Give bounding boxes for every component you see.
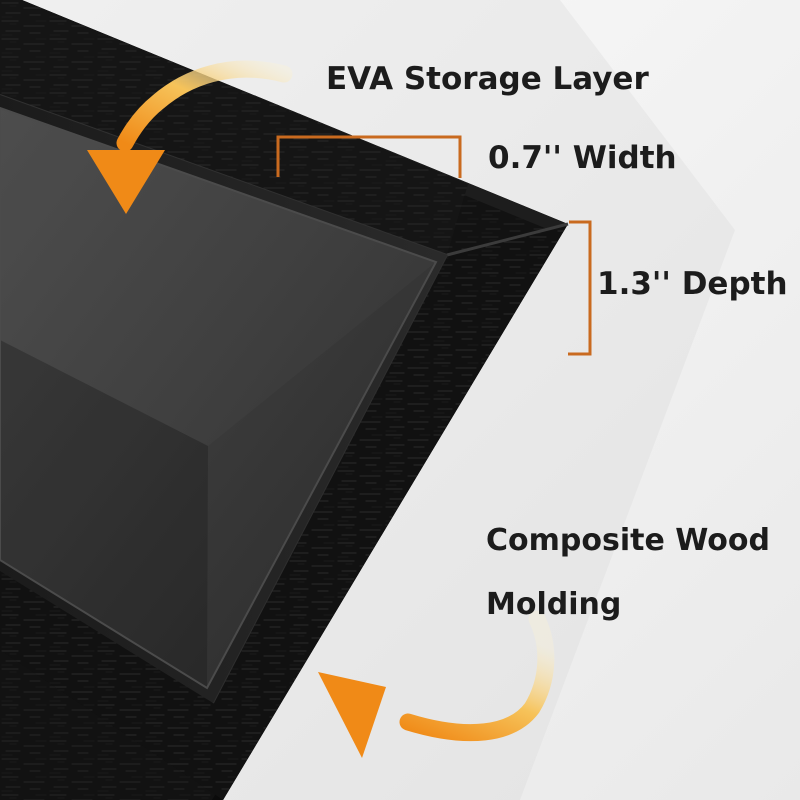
depth-dimension-label: 1.3'' Depth: [597, 266, 788, 302]
curved-arrow-left-icon: [318, 610, 555, 758]
curved-arrow-down-left-icon: [87, 60, 293, 214]
material-label-line-2: Molding: [486, 587, 622, 622]
eva-storage-layer-label: EVA Storage Layer: [326, 61, 649, 97]
glass-panel: [0, 106, 438, 690]
width-dimension-label: 0.7'' Width: [488, 140, 677, 176]
dimension-bracket-icon: [276, 135, 462, 178]
material-label-line-1: Composite Wood: [486, 523, 770, 558]
dimension-bracket-icon: [568, 220, 592, 356]
